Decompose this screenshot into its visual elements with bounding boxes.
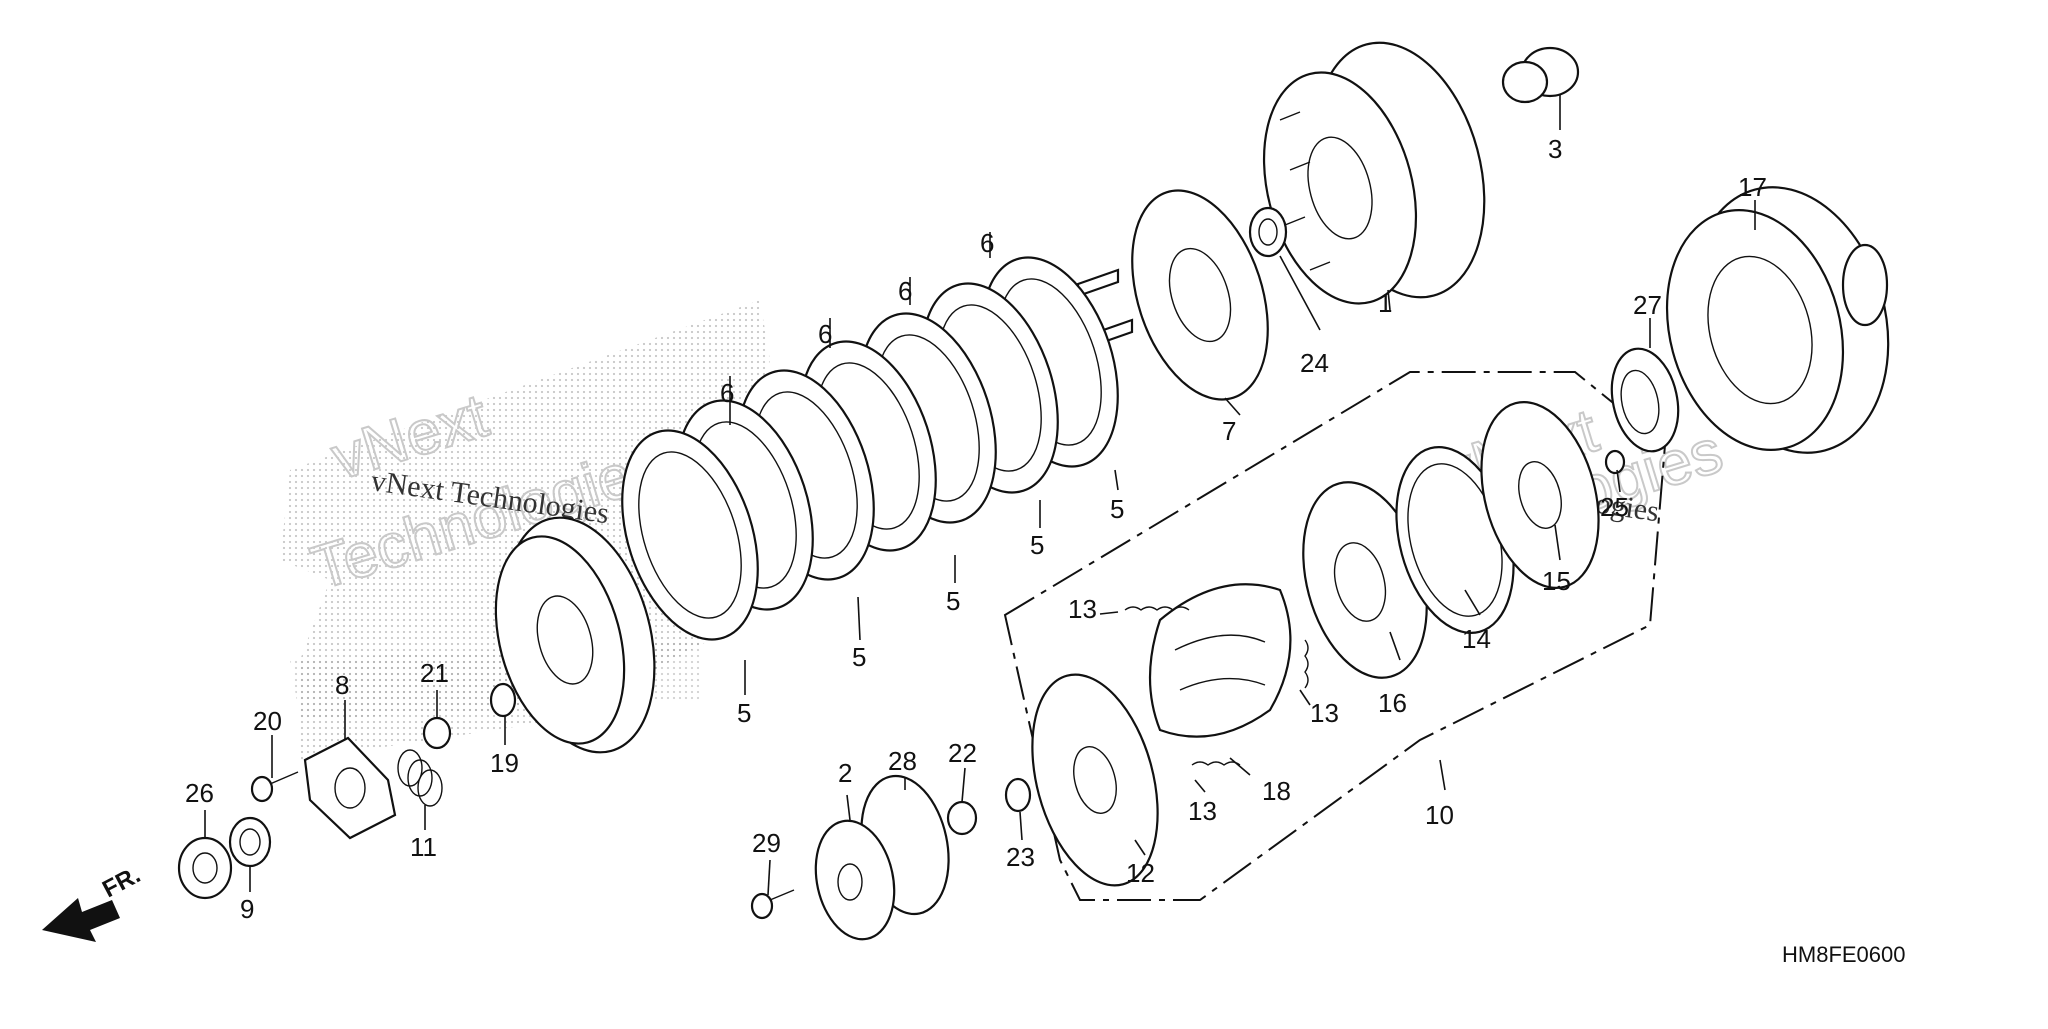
spring-11 bbox=[397, 749, 443, 807]
pin-25 bbox=[1604, 449, 1626, 475]
callout-6-a: 6 bbox=[980, 228, 994, 258]
bearing-26 bbox=[177, 836, 233, 900]
callout-17: 17 bbox=[1738, 172, 1767, 202]
callout-13-bottom: 13 bbox=[1188, 796, 1217, 826]
primary-drive-drum bbox=[1665, 186, 1890, 454]
clutch-outer bbox=[1262, 41, 1486, 305]
callout-20: 20 bbox=[253, 706, 282, 736]
bearing-9 bbox=[228, 816, 272, 868]
callout-24: 24 bbox=[1300, 348, 1329, 378]
callout-16: 16 bbox=[1378, 688, 1407, 718]
drive-plate-12 bbox=[1031, 673, 1159, 887]
callout-6-c: 6 bbox=[818, 319, 832, 349]
pressure-plate bbox=[1076, 189, 1269, 401]
callout-9: 9 bbox=[240, 894, 254, 924]
washer-23 bbox=[1004, 777, 1032, 813]
callout-5-a: 5 bbox=[1110, 494, 1124, 524]
callout-7: 7 bbox=[1222, 416, 1236, 446]
callout-26: 26 bbox=[185, 778, 214, 808]
callout-13-top: 13 bbox=[1068, 594, 1097, 624]
plate-8 bbox=[303, 736, 397, 840]
callout-18: 18 bbox=[1262, 776, 1291, 806]
callout-12: 12 bbox=[1126, 858, 1155, 888]
callout-5-d: 5 bbox=[852, 642, 866, 672]
callout-5-c: 5 bbox=[946, 586, 960, 616]
bushing bbox=[1501, 46, 1580, 104]
clutch-center-hub bbox=[494, 516, 656, 754]
front-direction-arrow-icon bbox=[42, 898, 120, 942]
callout-25: 25 bbox=[1600, 492, 1629, 522]
callout-numbers: 3 1 24 7 17 27 25 15 14 16 10 18 12 13 1… bbox=[185, 134, 1767, 924]
callout-15: 15 bbox=[1542, 566, 1571, 596]
clutch-weight-18 bbox=[1148, 583, 1292, 738]
callout-29: 29 bbox=[752, 828, 781, 858]
needle-bearing bbox=[1610, 347, 1680, 453]
diagram-code: HM8FE0600 bbox=[1782, 942, 1906, 967]
callout-14: 14 bbox=[1462, 624, 1491, 654]
callout-3: 3 bbox=[1548, 134, 1562, 164]
callout-5-e: 5 bbox=[737, 698, 751, 728]
washer-19 bbox=[489, 682, 517, 718]
bolt-29 bbox=[750, 889, 795, 920]
callout-5-b: 5 bbox=[1030, 530, 1044, 560]
nut-21 bbox=[422, 716, 452, 750]
callout-8: 8 bbox=[335, 670, 349, 700]
lifter-2 bbox=[814, 819, 896, 941]
nut-22 bbox=[946, 800, 978, 836]
callout-27: 27 bbox=[1633, 290, 1662, 320]
thrust-washer bbox=[1248, 206, 1288, 258]
leader-lines bbox=[204, 95, 1756, 896]
callout-6-b: 6 bbox=[898, 276, 912, 306]
bolt-20 bbox=[250, 771, 299, 803]
callout-11: 11 bbox=[410, 832, 437, 862]
callout-23: 23 bbox=[1006, 842, 1035, 872]
callout-21: 21 bbox=[420, 658, 449, 688]
spring-13 bbox=[1124, 606, 1309, 766]
front-direction-label: FR. bbox=[98, 861, 145, 903]
callout-19: 19 bbox=[490, 748, 519, 778]
side-plate-15 bbox=[1480, 401, 1600, 589]
callout-28: 28 bbox=[888, 746, 917, 776]
callout-2: 2 bbox=[838, 758, 852, 788]
callout-22: 22 bbox=[948, 738, 977, 768]
callout-10: 10 bbox=[1425, 800, 1454, 830]
clutch-disk-stack bbox=[621, 256, 1119, 641]
callout-1: 1 bbox=[1378, 288, 1392, 318]
callout-6-d: 6 bbox=[720, 378, 734, 408]
callout-13-right: 13 bbox=[1310, 698, 1339, 728]
